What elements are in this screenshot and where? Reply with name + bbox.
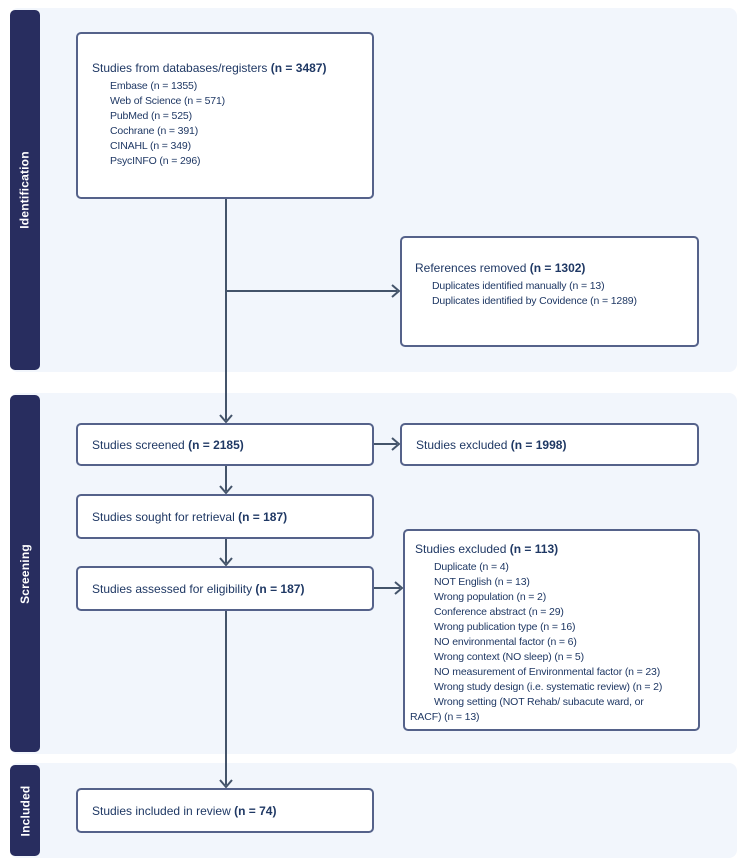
- box-title: Studies sought for retrieval (n = 187): [92, 509, 287, 525]
- box-title: Studies from databases/registers (n = 34…: [92, 60, 366, 76]
- list-item: Wrong setting (NOT Rehab/ subacute ward,…: [410, 696, 644, 723]
- list-item: Wrong study design (i.e. systematic revi…: [434, 681, 663, 693]
- list-item: Duplicate (n = 4): [434, 561, 509, 573]
- box-studies-excluded-screening: Studies excluded (n = 1998): [400, 423, 699, 466]
- list-item: Embase (n = 1355): [110, 80, 198, 92]
- list-item: CINAHL (n = 349): [110, 140, 191, 152]
- list-item: Web of Science (n = 571): [110, 95, 225, 107]
- box-studies-included-review: Studies included in review (n = 74): [76, 788, 374, 833]
- box-title: Studies excluded (n = 113): [415, 541, 694, 557]
- box-title-text: Studies included in review: [92, 803, 231, 818]
- box-count: (n = 1998): [510, 437, 567, 452]
- box-studies-from-databases: Studies from databases/registers (n = 34…: [76, 32, 374, 199]
- box-count: (n = 1302): [529, 261, 586, 275]
- box-count: (n = 2185): [188, 437, 244, 452]
- box-items: Duplicate (n = 4) NOT English (n = 13) Wro…: [410, 560, 694, 725]
- box-items: Duplicates identified manually (n = 13) D…: [415, 279, 691, 309]
- stage-label-included: Included: [10, 765, 40, 856]
- box-title: References removed (n = 1302): [415, 260, 691, 276]
- list-item: PsycINFO (n = 296): [110, 155, 201, 167]
- box-title: Studies assessed for eligibility (n = 18…: [92, 581, 304, 597]
- box-title-text: Studies excluded: [415, 542, 507, 556]
- list-item: NO measurement of Environmental factor (…: [434, 666, 661, 678]
- stage-label-text: Identification: [18, 151, 32, 229]
- box-title-text: Studies from databases/registers: [92, 61, 268, 75]
- box-title-text: Studies screened: [92, 437, 185, 452]
- list-item: Wrong population (n = 2): [434, 591, 547, 603]
- stage-label-text: Included: [18, 785, 32, 836]
- box-studies-screened: Studies screened (n = 2185): [76, 423, 374, 466]
- box-title-text: Studies sought for retrieval: [92, 509, 235, 524]
- box-title: Studies included in review (n = 74): [92, 803, 276, 819]
- list-item: PubMed (n = 525): [110, 110, 192, 122]
- box-studies-excluded-eligibility: Studies excluded (n = 113) Duplicate (n …: [403, 529, 700, 731]
- box-count: (n = 187): [238, 509, 288, 524]
- stage-label-text: Screening: [18, 543, 33, 604]
- box-title: Studies screened (n = 2185): [92, 437, 244, 453]
- list-item: Cochrane (n = 391): [110, 125, 199, 137]
- list-item: NO environmental factor (n = 6): [434, 636, 577, 648]
- box-count: (n = 187): [255, 581, 305, 596]
- stage-label-screening: Screening: [10, 395, 40, 752]
- box-studies-sought-retrieval: Studies sought for retrieval (n = 187): [76, 494, 374, 539]
- box-studies-assessed-eligibility: Studies assessed for eligibility (n = 18…: [76, 566, 374, 611]
- box-count: (n = 74): [234, 803, 277, 818]
- list-item: Conference abstract (n = 29): [434, 606, 564, 618]
- list-item: Wrong publication type (n = 16): [434, 621, 576, 633]
- box-count: (n = 113): [509, 542, 559, 556]
- box-title-text: Studies excluded: [416, 437, 508, 452]
- box-title-text: References removed: [415, 261, 527, 275]
- list-item: Wrong context (NO sleep) (n = 5): [434, 651, 584, 663]
- list-item: NOT English (n = 13): [434, 576, 530, 588]
- box-title: Studies excluded (n = 1998): [416, 437, 566, 453]
- stage-label-identification: Identification: [10, 10, 40, 370]
- box-references-removed: References removed (n = 1302) Duplicates…: [400, 236, 699, 347]
- list-item: Duplicates identified by Covidence (n = …: [432, 295, 637, 307]
- box-items: Embase (n = 1355) Web of Science (n = 571…: [92, 79, 366, 169]
- box-title-text: Studies assessed for eligibility: [92, 581, 253, 596]
- list-item: Duplicates identified manually (n = 13): [432, 280, 605, 292]
- box-count: (n = 3487): [270, 61, 327, 75]
